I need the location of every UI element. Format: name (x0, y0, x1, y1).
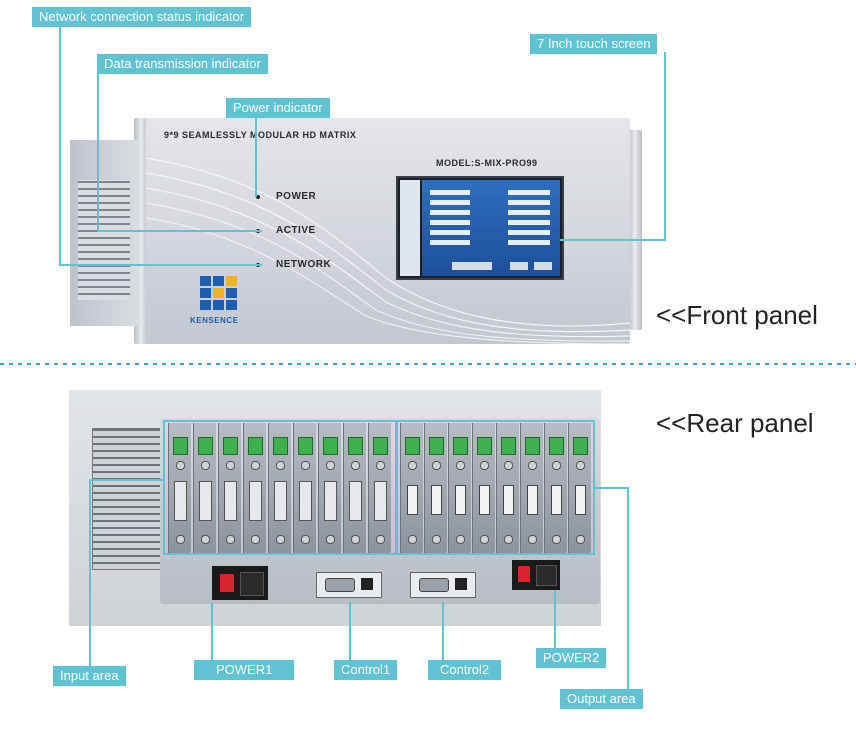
screen-sidebar (400, 180, 420, 276)
brand-name: KENSENCE (190, 316, 239, 325)
kensence-logo-icon (200, 276, 238, 310)
front-panel-wave-lines (146, 157, 630, 344)
touch-screen-callout: 7 Inch touch screen (530, 34, 658, 54)
data-transmission-callout: Data transmission indicator (97, 54, 268, 74)
network-indicator-label: NETWORK (276, 259, 332, 270)
power2-callout: POWER2 (536, 648, 607, 668)
input-slots (168, 423, 394, 555)
power-led (256, 195, 260, 199)
control2-callout: Control2 (428, 660, 502, 680)
rear-chassis-side (92, 428, 168, 570)
output-slots (400, 423, 592, 555)
device-title: 9*9 SEAMLESSLY MODULAR HD MATRIX (164, 130, 357, 140)
front-right-rack-ear (628, 130, 642, 330)
screen-content (422, 180, 560, 276)
power1-socket (212, 566, 268, 600)
input-area-callout: Input area (53, 666, 126, 686)
active-indicator-label: ACTIVE (276, 225, 316, 236)
power-indicator-label: POWER (276, 191, 317, 202)
model-label: MODEL:S-MIX-PRO99 (436, 158, 538, 168)
control2-port (410, 572, 476, 598)
power-indicator-callout: Power indicator (226, 98, 330, 118)
touch-screen[interactable] (396, 176, 564, 280)
power2-socket (512, 560, 560, 590)
control1-callout: Control1 (334, 660, 398, 680)
power2-switch-icon (518, 566, 530, 582)
control1-port (316, 572, 382, 598)
rear-panel-label: <<Rear panel (656, 408, 814, 438)
front-side-vents (78, 180, 130, 300)
output-area-callout: Output area (560, 689, 643, 709)
network-status-callout: Network connection status indicator (32, 7, 252, 27)
power1-callout: POWER1 (194, 660, 295, 680)
serial-port-icon (325, 578, 355, 592)
serial-port-icon (419, 578, 449, 592)
front-panel-label: <<Front panel (656, 300, 818, 330)
power1-switch-icon (220, 574, 234, 592)
